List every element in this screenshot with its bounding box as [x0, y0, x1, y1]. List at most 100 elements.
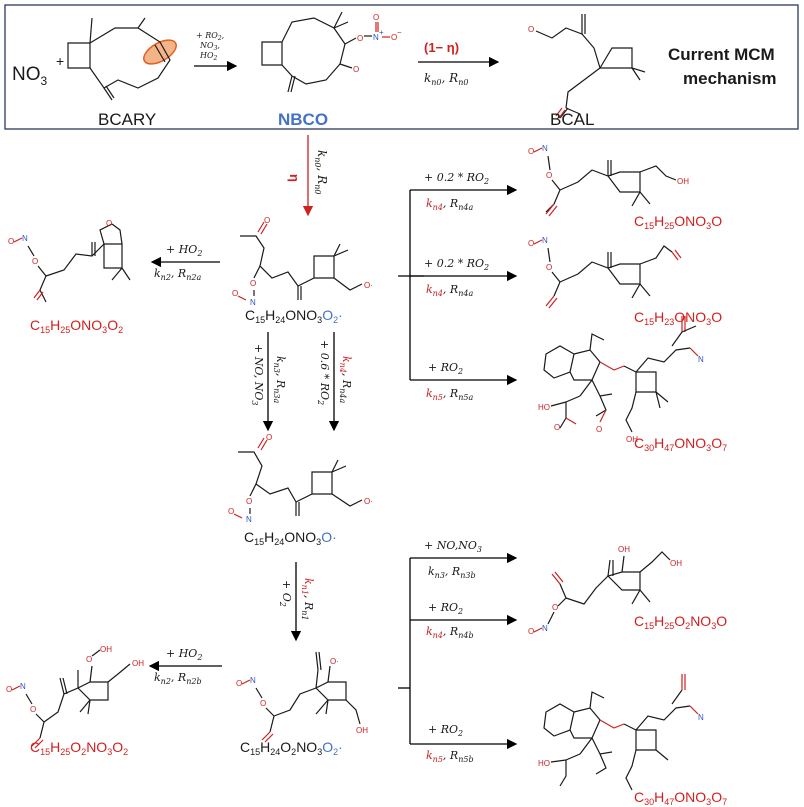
rx-ro2-5a-top: + RO2 — [428, 361, 464, 376]
svg-text:N: N — [250, 676, 256, 685]
label-c15h23ono3o: C15H23ONO3O — [634, 309, 723, 327]
one-minus-eta: (1− η) — [424, 40, 459, 55]
bcary-label: BCARY — [98, 110, 156, 129]
reagents-label: + RO2, — [196, 31, 224, 42]
svg-text:N: N — [246, 515, 252, 524]
rx-ro2-5b-top: + RO2 — [428, 723, 464, 738]
nbco-structure: O O N + O O − — [261, 11, 402, 93]
svg-text:O: O — [552, 603, 558, 612]
rx-ro2-06: + 0.6 * RO2 — [316, 340, 331, 406]
svg-text:OH: OH — [626, 435, 638, 444]
svg-text:N: N — [20, 682, 26, 691]
svg-text:O: O — [228, 507, 234, 516]
rx-o2: + O2 — [278, 580, 293, 607]
rx-ro2-4b-bottom: kn4, Rn4b — [426, 625, 474, 640]
svg-text:O: O — [528, 627, 534, 636]
svg-text:O: O — [266, 433, 272, 442]
bcary-structure — [67, 17, 177, 101]
svg-text:HO: HO — [538, 759, 550, 768]
svg-text:O: O — [6, 685, 12, 694]
svg-text:O: O — [357, 34, 363, 43]
double-bond-highlight — [143, 39, 177, 65]
svg-text:O: O — [391, 33, 397, 42]
svg-text:O: O — [32, 257, 38, 266]
ro2-lower-structure: O N O O· OH — [236, 651, 368, 743]
p-c15h23ono3o-structure: O N O — [528, 236, 682, 309]
eta-label: η — [287, 174, 302, 182]
rx-ro2-02b-bottom: kn4, Rn4a — [426, 283, 474, 298]
svg-text:OH: OH — [100, 645, 112, 654]
rx-ro2-4b-top: + RO2 — [428, 601, 464, 616]
p-c30h47ono3o7a-structure: HO O O N OH — [538, 316, 704, 444]
label-c30h47ono3o7b: C30H47ONO3O7 — [634, 789, 728, 807]
svg-text:O: O — [246, 497, 252, 506]
ro2-structure: O O N O O· — [232, 216, 373, 307]
svg-text:O: O — [528, 147, 534, 156]
rx-ro2-5a-bottom: kn5, Rn5a — [426, 387, 474, 402]
p-c15h25o2no3o-structure: O N O OH OH — [528, 545, 682, 636]
bcal-structure: O — [528, 14, 646, 119]
svg-text:N: N — [698, 713, 704, 722]
svg-text:N: N — [250, 298, 256, 307]
rx-ho2-a-top: + HO2 — [166, 243, 203, 258]
svg-text:O: O — [250, 279, 256, 288]
svg-text:OH: OH — [670, 559, 682, 568]
p-c15h25ono3o-structure: O N O OH — [528, 144, 689, 217]
label-c15h25o2no3o2: C15H25O2NO3O2 — [30, 739, 129, 757]
rx-ro2-02a-top: + 0.2 * RO2 — [424, 171, 490, 186]
svg-text:OH: OH — [618, 545, 630, 554]
rx-ro2-06-k: kn4, Rn4a — [338, 356, 353, 404]
reagents-line2: NO3, — [199, 41, 220, 52]
title-line2: mechanism — [683, 69, 777, 88]
ro-structure: O O N O O· — [228, 433, 373, 524]
plus-sign: + — [56, 53, 64, 69]
svg-text:O: O — [232, 289, 238, 298]
rx-ro2-02b-top: + 0.2 * RO2 — [424, 257, 490, 272]
svg-text:N: N — [698, 355, 704, 364]
rx-ho2-a-bottom: kn2, Rn2a — [154, 267, 202, 282]
svg-text:−: − — [397, 28, 402, 37]
svg-text:O·: O· — [330, 657, 339, 666]
svg-text:O: O — [528, 239, 534, 248]
rx-ho2-b-bottom: kn2, Rn2b — [154, 671, 202, 686]
mcm-header-frame — [4, 4, 799, 130]
label-c15h25ono3o: C15H25ONO3O — [634, 213, 723, 231]
svg-text:N: N — [542, 236, 548, 245]
svg-text:O·: O· — [364, 497, 373, 506]
svg-text:O: O — [106, 219, 112, 228]
label-c15h25ono3o2: C15H25ONO3O2 — [30, 317, 124, 335]
rx-no-a-k: kn3, Rn3a — [272, 356, 287, 404]
svg-text:HO: HO — [538, 403, 550, 412]
rx-ho2-b-top: + HO2 — [166, 647, 203, 662]
svg-text:O: O — [30, 705, 36, 714]
rx-o2-k: kn1, Rn1 — [300, 578, 315, 621]
svg-text:OH: OH — [132, 659, 144, 668]
label-c15h25o2no3o: C15H25O2NO3O — [634, 613, 728, 631]
svg-text:N: N — [542, 624, 548, 633]
rx-no-b-top: + NO,NO3 — [424, 539, 482, 554]
svg-text:O: O — [264, 216, 270, 225]
svg-text:O: O — [546, 263, 552, 272]
svg-text:O: O — [373, 13, 379, 22]
ro2-formula-html: C15H24ONO3O2· — [242, 307, 346, 326]
svg-text:OH: OH — [356, 726, 368, 735]
rx-ro2-02a-bottom: kn4, Rn4a — [426, 197, 474, 212]
nbco-label: NBCO — [278, 110, 328, 129]
p-c30h47ono3o7b-structure: HO N — [538, 674, 704, 791]
svg-text:O: O — [8, 237, 14, 246]
label-c30h47ono3o7a: C30H47ONO3O7 — [634, 435, 728, 453]
svg-text:O: O — [353, 65, 359, 74]
no3-reactant: NO3 — [12, 64, 48, 88]
rx-no-a: + NO, NO3 — [250, 344, 265, 406]
bcal-label: BCAL — [550, 110, 594, 129]
p-c15h25o2no3o2-structure: O N O O OH OH — [6, 645, 144, 749]
svg-text:O: O — [596, 425, 602, 434]
svg-text:O: O — [546, 171, 552, 180]
label-c15h24ono3o: C15H24ONO3O· — [244, 529, 337, 547]
svg-text:O: O — [86, 655, 92, 664]
rx-ro2-5b-bottom: kn5, Rn5b — [426, 749, 474, 764]
title-line1: Current MCM — [668, 45, 775, 64]
svg-text:O: O — [528, 25, 534, 34]
